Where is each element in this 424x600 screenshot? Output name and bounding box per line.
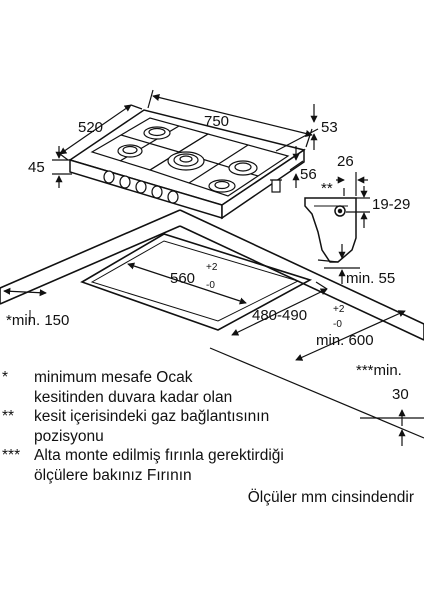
burner-center-wok <box>167 151 205 171</box>
burner-front-left <box>117 144 143 158</box>
footnote-line: kesitinden duvara kadar olan <box>34 388 233 406</box>
footnote-mark: ** <box>2 408 15 425</box>
side-26-label: 26 <box>337 153 354 170</box>
cutout-width-label: 560 <box>170 270 195 287</box>
width-750-label: 750 <box>204 113 229 130</box>
gas-connector <box>270 179 282 193</box>
footnote-row: ** kesit içerisindeki gaz bağlantısının … <box>0 407 424 446</box>
min-30-label-b: 30 <box>392 386 409 403</box>
footnote-line: ölçülere bakınız Fırının <box>34 466 192 484</box>
height-45-label: 45 <box>28 159 45 176</box>
footnote-line: minimum mesafe Ocak <box>34 369 193 386</box>
footnote-mark: *** <box>2 447 21 464</box>
control-knobs <box>103 170 179 204</box>
min-150-label: *min. 150 <box>6 312 69 329</box>
cutout-width-dimension <box>127 262 247 305</box>
min-600-label: min. 600 <box>316 332 374 349</box>
footnotes: * minimum mesafe Ocak kesitinden duvara … <box>0 368 424 485</box>
footnote-text: kesit içerisindeki gaz bağlantısının poz… <box>34 407 424 446</box>
burner-rear-right <box>228 160 258 176</box>
side-min-55-dimension <box>317 244 360 284</box>
worktop-cutout <box>80 233 313 331</box>
min-30-dimension <box>360 409 424 446</box>
footnote-mark: * <box>2 369 9 386</box>
side-26-dimension <box>336 172 368 196</box>
min-30-label-a: ***min. <box>356 362 402 379</box>
units-note: Ölçüler mm cinsindendir <box>247 489 414 506</box>
dim-56-label: 56 <box>300 166 317 183</box>
cutout-depth-label: 480-490 <box>252 307 307 324</box>
height-45-dimension <box>52 146 72 188</box>
footnote-line: pozisyonu <box>34 427 104 445</box>
burner-front-right <box>208 179 236 193</box>
footnote-text: minimum mesafe Ocak kesitinden duvara ka… <box>34 368 424 407</box>
side-double-asterisk: ** <box>321 180 333 197</box>
footnote-line: kesit içerisindeki gaz bağlantısının <box>34 408 270 425</box>
cutout-width-tol-plus: +2 <box>206 262 218 273</box>
cutout-depth-tol-plus: +2 <box>333 304 345 315</box>
side-19-29-label: 19-29 <box>372 196 410 213</box>
min-150-dimension <box>3 287 47 297</box>
cutout-depth-tol-minus: -0 <box>333 319 342 330</box>
depth-53-label: 53 <box>321 119 338 136</box>
depth-520-label: 520 <box>78 119 103 136</box>
side-19-29-dimension <box>346 186 370 228</box>
footnote-row: *** Alta monte edilmiş fırınla gerektird… <box>0 446 424 485</box>
side-min-55-label: min. 55 <box>346 270 395 287</box>
min-600-dimension <box>295 310 406 361</box>
side-profile-detail <box>304 197 357 263</box>
cutout-depth-dimension <box>231 281 328 336</box>
footnote-text: Alta monte edilmiş fırınla gerektirdiği … <box>34 446 424 485</box>
burner-rear-left <box>143 126 171 140</box>
depth-53-dimension <box>275 104 319 152</box>
dim-56-dimension <box>289 146 304 188</box>
footnote-row: * minimum mesafe Ocak kesitinden duvara … <box>0 368 424 407</box>
cutout-width-tol-minus: -0 <box>206 280 215 291</box>
footnote-line: Alta monte edilmiş fırınla gerektirdiği <box>34 447 284 464</box>
